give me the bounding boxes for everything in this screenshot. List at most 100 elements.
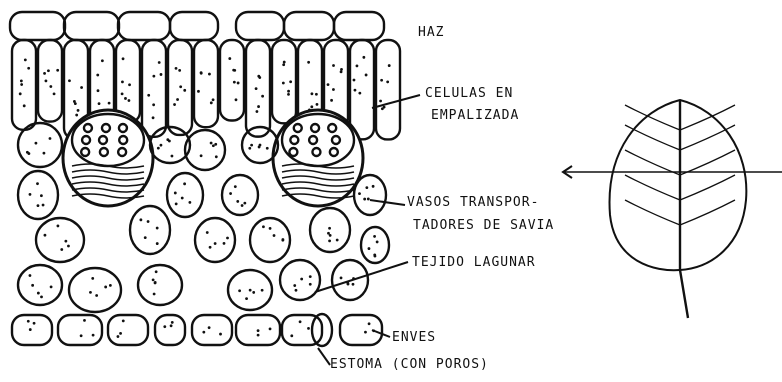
cell-dot <box>155 270 158 273</box>
cell <box>361 227 389 263</box>
cell-dot <box>49 137 52 140</box>
cell-dot <box>29 274 32 277</box>
leaf-vein <box>625 105 680 130</box>
cell-dot <box>309 275 312 278</box>
cell-dot <box>139 218 142 221</box>
cell-dot <box>311 92 314 95</box>
cell <box>167 173 203 217</box>
cell-dot <box>64 240 67 243</box>
cell-dot <box>153 293 156 296</box>
label-enves: ENVES <box>392 330 436 345</box>
cell-dot <box>332 88 335 91</box>
cell-dot <box>365 186 368 189</box>
cell-dot <box>40 194 43 197</box>
cell-dot <box>364 331 367 334</box>
cell-dot <box>262 225 265 228</box>
cell <box>118 12 170 40</box>
cell-dot <box>80 334 83 337</box>
cell-dot <box>183 89 186 92</box>
cell-dot <box>160 144 163 147</box>
cell-dot <box>19 92 22 95</box>
cell-dot <box>356 64 359 67</box>
cell-dot <box>336 239 339 242</box>
cell-dot <box>282 63 285 66</box>
cell <box>236 12 284 40</box>
cell-dot <box>300 278 303 281</box>
cell-dot <box>122 57 125 60</box>
cell-dot <box>210 101 213 104</box>
cell-dot <box>45 79 48 82</box>
cell-dot <box>379 100 382 103</box>
cell-dot <box>269 327 272 330</box>
cell-dot <box>340 68 343 71</box>
cell-dot <box>373 235 376 238</box>
leader-vasos <box>370 200 405 205</box>
cell-dot <box>256 110 259 113</box>
label-celulas-line2: EMPALIZADA <box>431 108 519 123</box>
cell-dot <box>160 73 163 76</box>
cell-dot <box>36 182 39 185</box>
cell-dot <box>340 277 343 280</box>
cell <box>195 218 235 262</box>
cell <box>10 12 65 40</box>
leader-estoma <box>318 348 330 365</box>
cell-dot <box>175 67 178 70</box>
cell-dot <box>37 292 40 295</box>
cell-dot <box>124 97 127 100</box>
cell-dot <box>358 92 361 95</box>
leader-celulas <box>372 95 420 108</box>
cell-dot <box>327 83 330 86</box>
cell-dot <box>388 64 391 67</box>
cell-dot <box>119 332 122 335</box>
cell-dot <box>310 105 313 108</box>
cell-dot <box>293 284 296 287</box>
cell-dot <box>152 75 155 78</box>
cell-dot <box>42 204 45 207</box>
cell-dot <box>44 234 47 237</box>
leaf-vein <box>625 175 680 200</box>
cell-dot <box>175 203 178 206</box>
cell-dot <box>57 225 60 228</box>
cell-dot <box>358 192 361 195</box>
cell <box>340 315 382 345</box>
cell <box>142 40 166 137</box>
cell-dot <box>245 297 248 300</box>
cell-dot <box>243 202 246 205</box>
cell-dot <box>209 246 212 249</box>
cell <box>58 315 102 345</box>
label-vasos-line1: VASOS TRANSPOR- <box>407 195 539 210</box>
cell-dot <box>152 103 155 106</box>
cell-dot <box>29 328 32 331</box>
cell-dot <box>363 198 366 201</box>
leaf-blade-outline <box>610 100 747 270</box>
cell-dot <box>258 146 261 149</box>
cell-dot <box>67 245 70 248</box>
cell-dot <box>37 204 40 207</box>
cell-dot <box>173 103 176 106</box>
cell-dot <box>282 82 285 85</box>
cell-dot <box>157 147 160 150</box>
cell-dot <box>208 326 211 329</box>
leaf-midrib <box>680 100 688 318</box>
cell-dot <box>281 238 284 241</box>
cell-dot <box>170 324 173 327</box>
cell-dot <box>241 204 244 207</box>
cell-dot <box>202 331 205 334</box>
cell-dot <box>232 69 235 72</box>
cell <box>194 40 218 127</box>
cell-dot <box>372 185 375 188</box>
cell-dot <box>210 142 213 145</box>
cell-dot <box>373 253 376 256</box>
cell-dot <box>154 282 157 285</box>
cell <box>18 123 62 167</box>
cell <box>272 40 296 123</box>
cell-dot <box>316 103 319 106</box>
cell <box>350 40 374 139</box>
cell <box>18 265 62 305</box>
cell-dot <box>380 79 383 82</box>
cell-dot <box>147 220 150 223</box>
cell-dot <box>128 83 131 86</box>
cell-dot <box>215 155 218 158</box>
cell-dot <box>158 61 161 64</box>
cell-dot <box>365 74 368 77</box>
